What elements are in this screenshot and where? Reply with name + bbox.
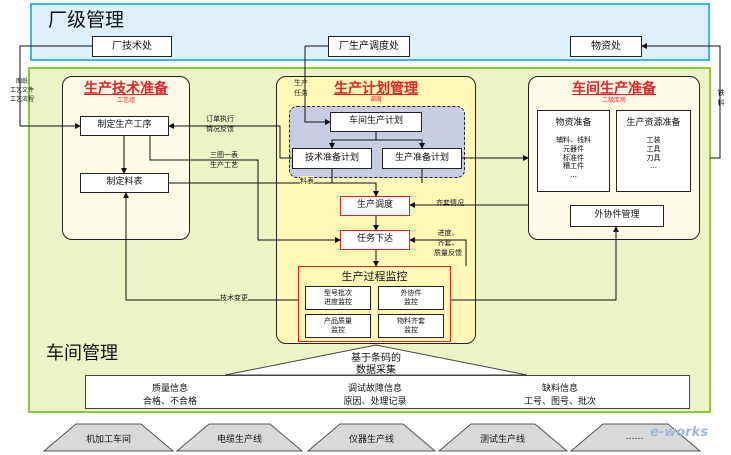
label-production-task: 生产 任务 xyxy=(294,79,308,97)
label-order-feedback: 订单执行 情况反馈 xyxy=(206,115,234,133)
line-more[interactable]: …… xyxy=(625,432,644,442)
info-fault-title: 调试故障信息 xyxy=(347,384,402,394)
info-shortage-title: 缺料信息 xyxy=(541,384,578,394)
tech-prep-subtitle: 工艺组 xyxy=(116,97,135,104)
workshop-management-title: 车间管理 xyxy=(46,343,118,364)
label-material-table: 料表 xyxy=(300,176,314,186)
monitor-kitting[interactable]: 物料齐套 监控 xyxy=(378,314,444,338)
dept-tech-office[interactable]: 厂技术处 xyxy=(92,36,172,57)
shop-prep-subtitle: 二级库房 xyxy=(601,97,626,104)
label-kitting-status: 齐套情况 xyxy=(436,199,464,207)
line-cable[interactable]: 电缆生产线 xyxy=(216,435,262,445)
label-tech-docs: 图纸 工艺文件 工艺流程 xyxy=(9,78,34,103)
shop-prep-title: 车间生产准备 xyxy=(572,81,656,97)
label-material-supply: 铁 料 xyxy=(717,89,725,107)
resources-prep-box[interactable] xyxy=(616,110,691,192)
production-plan-title: 生产计划管理 xyxy=(334,81,418,97)
info-fault-detail: 原因、处理记录 xyxy=(343,397,407,407)
workshop-plan-box[interactable]: 车间生产计划 xyxy=(330,112,422,132)
watermark-logo: e-works xyxy=(650,425,708,440)
label-progress-feedback: 进度、 齐套、 质量反馈 xyxy=(434,229,462,257)
tech-prep-title: 生产技术准备 xyxy=(84,81,168,97)
collected-info-box xyxy=(85,375,690,409)
monitor-model-batch[interactable]: 型号批次 进度监控 xyxy=(305,286,371,310)
line-machining[interactable]: 机加工车间 xyxy=(85,435,131,445)
factory-management-title: 厂级管理 xyxy=(48,9,125,31)
process-monitor-title: 生产过程监控 xyxy=(341,270,408,283)
label-tech-change: 技术变更 xyxy=(220,293,248,303)
production-plan-subtitle: 调度 xyxy=(369,96,382,103)
resources-prep-items: 工装 工具 刀具 … xyxy=(646,136,661,171)
info-quality-detail: 合格、不合格 xyxy=(142,397,197,407)
resources-prep-title: 生产资源准备 xyxy=(626,118,681,128)
monitor-outsourcing[interactable]: 外协件 监控 xyxy=(378,286,444,310)
monitor-quality[interactable]: 产品质量 监控 xyxy=(305,314,371,338)
line-instrument[interactable]: 仪器生产线 xyxy=(348,435,394,445)
materials-prep-items: 辅料、线料 元器件 标准件 糟工件 … xyxy=(556,136,591,179)
label-three-docs: 三图一表 生产工艺 xyxy=(210,151,238,169)
info-quality-title: 质量信息 xyxy=(151,384,188,394)
info-shortage-detail: 工号、图号、批次 xyxy=(523,397,596,407)
barcode-collection-label: 基于条码的 数据采集 xyxy=(351,353,401,376)
dept-dispatch-office[interactable]: 厂生产调度处 xyxy=(328,36,410,57)
materials-prep-box[interactable] xyxy=(537,110,610,192)
materials-prep-title: 物资准备 xyxy=(555,118,592,128)
line-testing[interactable]: 测试生产线 xyxy=(479,435,525,445)
